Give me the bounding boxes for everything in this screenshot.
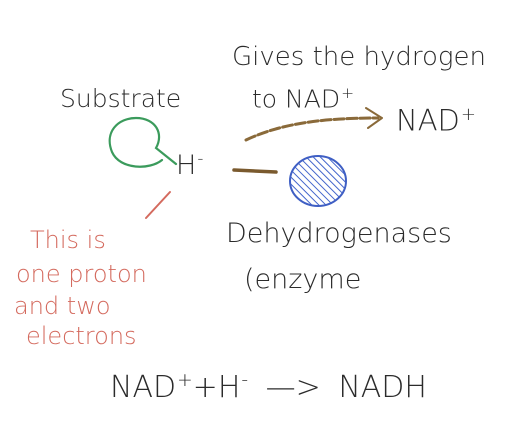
hydride-label: H- — [176, 148, 204, 181]
note-line-2: one proton — [16, 260, 147, 288]
transfer-arrowhead — [365, 107, 383, 129]
enzyme-bond — [232, 168, 278, 174]
equation-arrow: —> — [265, 370, 321, 405]
equation-product: NADH — [338, 370, 427, 405]
gives-hydrogen-line2: to NAD+ — [252, 84, 355, 114]
transfer-arrow — [244, 116, 380, 142]
enzyme-label: (enzyme — [244, 264, 362, 295]
note-line-1: This is — [30, 226, 106, 254]
equation-h: H — [217, 370, 241, 405]
equation: NAD++H- —> NADH — [110, 370, 427, 405]
substrate-shape — [108, 116, 178, 168]
equation-nad: NAD — [110, 370, 177, 405]
enzyme-shape — [289, 155, 347, 207]
gives-hydrogen-line1: Gives the hydrogen — [232, 42, 486, 72]
substrate-label: Substrate — [60, 84, 182, 113]
note-line-3: and two — [14, 292, 111, 320]
note-connector — [145, 191, 171, 219]
equation-plus: + — [192, 370, 218, 405]
dehydrogenases-label: Dehydrogenases — [226, 218, 452, 249]
note-line-4: electrons — [26, 322, 137, 350]
nad-label: NAD+ — [396, 103, 476, 138]
